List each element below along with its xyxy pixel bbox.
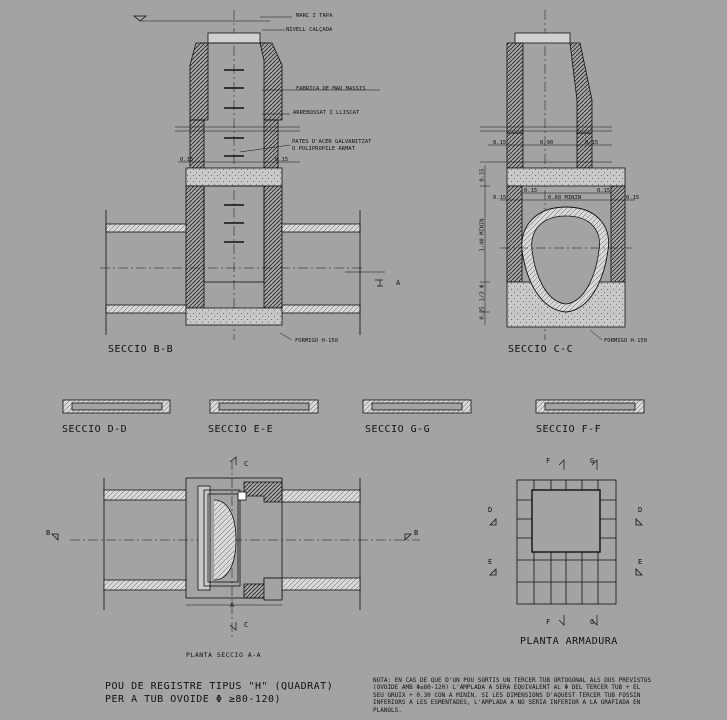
mark-d-right: D [638,506,643,514]
dim-015-i2: 0.15 [597,188,611,194]
mark-e-left: E [488,558,493,566]
mark-c-bottom: C [244,621,249,629]
label-fabrica: FABRICA DE MAO MASSIS [296,86,366,92]
note-line: SEU GRUIX + 0.30 CON A MININ. SI LES DIM… [373,691,641,699]
title-section-dd: SECCIO D-D [62,424,128,435]
title-section-bb: SECCIO B-B [108,344,174,355]
mark-g-bottom: G [590,618,595,626]
mark-f-bottom: F [546,618,551,626]
dim-015-s1: 0.15 [493,195,507,201]
dim-015-b: 0.15 [275,157,289,163]
dim-140: 1.40 MININ [479,218,486,252]
mark-g-top: G [590,457,595,465]
label-pates-1: PATES D'ACER GALVANITZAT [292,139,372,145]
dim-015-s2: 0.15 [626,195,640,201]
label-formigo-left: FORMIGO H-150 [295,338,339,344]
plan-aa [51,456,420,640]
note-line: NOTA: EN CAS DE QUE D'UN POU SORTIS UN T… [373,677,652,684]
note-line: PLANOLS. [373,706,402,714]
title-section-ff: SECCIO F-F [536,424,602,435]
dim-015-i1: 0.15 [524,188,538,194]
mark-a-plan: A [230,601,235,609]
dim-060: 0.60 MININ [548,195,582,201]
title-section-ee: SECCIO E-E [208,424,274,435]
section-cc [480,10,635,341]
title-block-line1: POU DE REGISTRE TIPUS "H" (QUADRAT) [105,681,334,692]
mark-a-bb: A [396,279,401,287]
small-sections [62,399,645,414]
label-arrebossat: ARREBOSSAT I LLISCAT [293,110,360,116]
mark-c-top: C [244,460,249,468]
label-pates-2: O POLIPROPILE ARMAT [292,146,355,152]
title-section-gg: SECCIO G-G [365,424,431,435]
mark-b-right: B [414,529,419,537]
label-nivell-calcada: NIVELL CALÇADA [286,27,333,33]
title-block-line2: PER A TUB OVOIDE Φ ≥80-120) [105,694,282,705]
mark-e-right: E [638,558,643,566]
note-line: (OVOIDE AMB Φ≥80-120) L'AMPLADA A SERA E… [373,684,641,692]
dim-015-v: 0.15 [479,168,486,182]
label-marc-tapa: MARC I TAPA [296,13,333,19]
dim-015-c2: 0.15 [585,140,599,146]
mark-b-left: B [46,529,51,537]
section-bb [100,10,385,341]
dim-025: 0.25 [479,306,486,320]
dim-015-a: 0.15 [180,157,194,163]
title-planta-armadura: PLANTA ARMADURA [520,636,618,647]
dim-090: 0.90 [540,140,554,146]
label-formigo-right: FORMIGO H-150 [604,338,648,344]
mark-d-left: D [488,506,493,514]
title-planta-aa: PLANTA SECCIO A-A [186,651,262,659]
title-section-cc: SECCIO C-C [508,344,574,355]
note-line: INFERIORS A LES ESMENTADES, L'AMPLADA A … [373,699,641,707]
dim-015-c1: 0.15 [493,140,507,146]
note-block: NOTA: EN CAS DE QUE D'UN POU SORTIS UN T… [373,677,703,714]
mark-f-top: F [546,457,551,465]
plan-armadura [489,459,643,626]
dim-phi: 1/3 Φ [479,284,486,302]
